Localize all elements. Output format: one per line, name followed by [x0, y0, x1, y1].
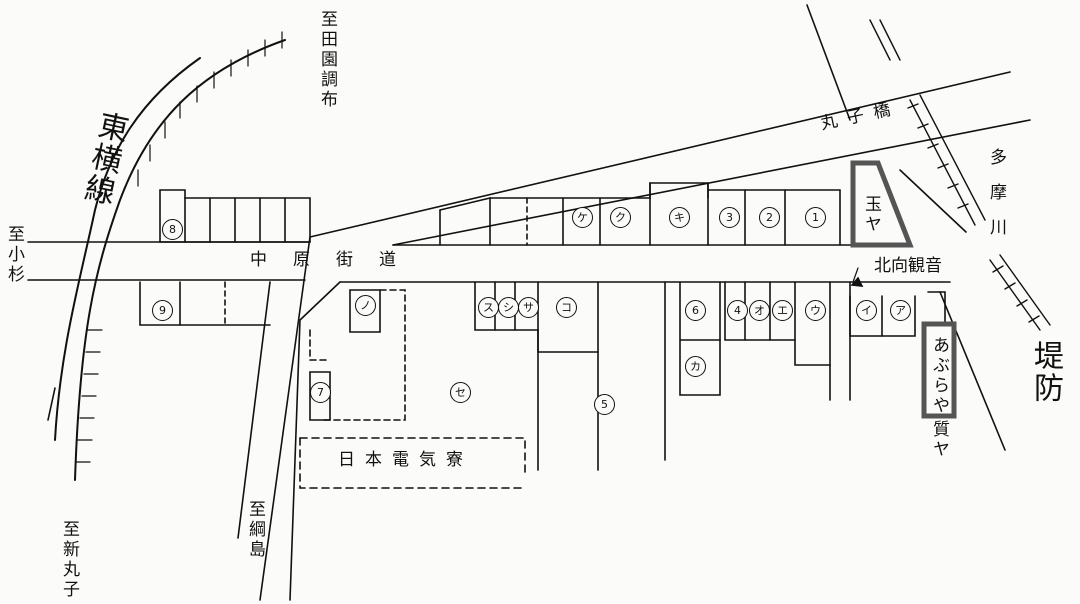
marker-ku: ク [610, 207, 631, 228]
tamaya-building-outline [850, 160, 914, 248]
river-edge-lines [806, 4, 1006, 451]
upper-left-buildings [159, 189, 311, 243]
block-6-ka [679, 281, 831, 401]
marker-shi: シ [498, 297, 519, 318]
marker-1: 1 [805, 207, 826, 228]
marker-ke: ケ [572, 207, 593, 228]
marker-ka: カ [685, 356, 706, 377]
marker-se: セ [450, 382, 471, 403]
upper-right-buildings [439, 182, 841, 246]
marker-e: エ [772, 300, 793, 321]
marker-2: 2 [759, 207, 780, 228]
kannon-area [849, 267, 946, 401]
marker-ki: キ [669, 207, 690, 228]
marker-u: ウ [805, 300, 826, 321]
marker-sa: サ [518, 297, 539, 318]
marker-o: オ [749, 300, 770, 321]
to-tsunashima-label: 至綱島 [245, 500, 265, 560]
tama-river-label: 多摩川 [986, 148, 1006, 253]
diagonal-road-edge [259, 236, 311, 601]
tamaya-label: 玉ヤ [861, 195, 881, 235]
to-denen-chofu-label: 至田園調布 [317, 10, 337, 110]
marker-6: 6 [685, 300, 706, 321]
nakahara-road-label: 中原街道 [250, 250, 422, 270]
marker-su: ス [478, 297, 499, 318]
toyoko-railway [54, 31, 286, 481]
marker-7: 7 [310, 382, 331, 403]
marker-3: 3 [719, 207, 740, 228]
center-left-plots [299, 289, 526, 489]
marker-9: 9 [152, 300, 173, 321]
nakahara-road [27, 241, 951, 283]
maruko-bridge-road [309, 71, 1031, 246]
marker-4: 4 [727, 300, 748, 321]
marker-ko: コ [556, 297, 577, 318]
to-shin-maruko-label: 至新丸子 [59, 520, 79, 600]
aburaya-label: あぶらや [929, 336, 949, 416]
embankment-label: 堤防 [1028, 340, 1063, 404]
to-kosugi-label: 至小杉 [4, 225, 24, 285]
marker-i: イ [856, 300, 877, 321]
river-railway [869, 19, 1051, 331]
marker-8: 8 [162, 219, 183, 240]
nihon-denki-dormitory-label: 日本電気寮 [338, 450, 473, 470]
shichiya-label: 質ヤ [929, 420, 949, 460]
lower-left-buildings [139, 281, 271, 326]
marker-5: 5 [594, 394, 615, 415]
marker-a: ア [890, 300, 911, 321]
aburaya-building-outline [921, 321, 957, 419]
marker-no: ノ [355, 295, 376, 316]
kitamuki-kannon-label: 北向観音 [874, 256, 942, 276]
